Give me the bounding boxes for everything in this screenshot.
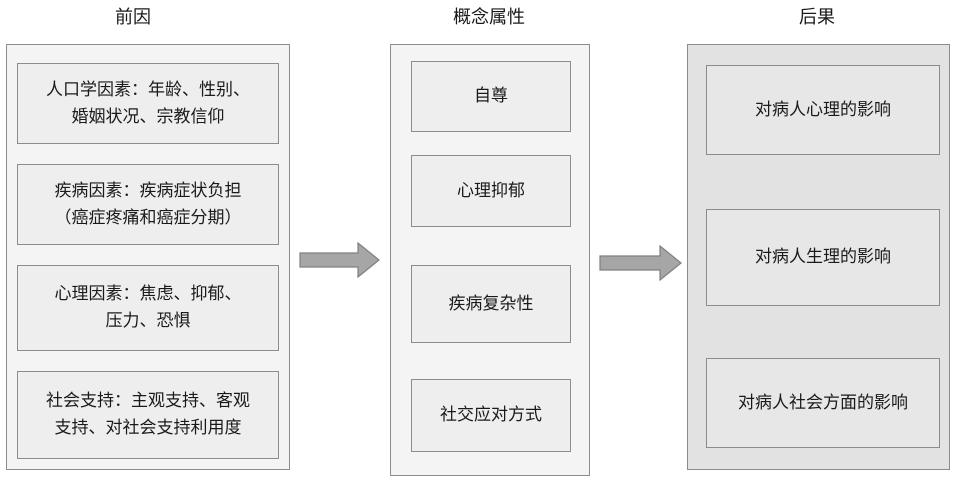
antecedent-text: 疾病因素：疾病症状负担: [54, 180, 242, 201]
antecedent-text: 心理因素：焦虑、抑郁、: [54, 284, 242, 304]
attribute-box: 心理抑郁: [411, 155, 571, 227]
attribute-box: 疾病复杂性: [411, 265, 571, 343]
antecedent-text: 支持、对社会支持利用度: [54, 418, 242, 438]
attribute-box: 社交应对方式: [411, 379, 571, 452]
attributes-title: 概念属性: [453, 7, 525, 28]
attribute-box: 自尊: [411, 61, 571, 132]
consequence-box: 对病人生理的影响: [706, 209, 940, 306]
attribute-text: 疾病复杂性: [448, 293, 534, 314]
antecedent-box-psychological: 心理因素：焦虑、抑郁、 压力、恐惧: [17, 265, 279, 351]
antecedent-text: （癌症疼痛和癌症分期）: [54, 207, 242, 228]
antecedents-panel: 人口学因素：年龄、性别、 婚姻状况、宗教信仰 疾病因素：疾病症状负担 （癌症疼痛…: [6, 44, 290, 470]
arrow-shape: [599, 244, 682, 282]
antecedent-text: 社会支持：主观支持、客观: [46, 391, 250, 411]
antecedents-title: 前因: [115, 7, 151, 28]
consequence-text: 对病人心理的影响: [755, 99, 891, 120]
arrow-right-icon: [299, 241, 380, 279]
arrow-right-icon: [599, 244, 682, 282]
attributes-panel: 自尊 心理抑郁 疾病复杂性 社交应对方式: [390, 44, 590, 476]
consequences-title: 后果: [799, 7, 835, 28]
attribute-text: 自尊: [474, 86, 508, 106]
antecedent-text: 人口学因素：年龄、性别、: [46, 79, 250, 100]
antecedent-text: 婚姻状况、宗教信仰: [71, 106, 225, 127]
consequence-text: 对病人生理的影响: [755, 247, 891, 267]
antecedent-text: 压力、恐惧: [105, 311, 191, 331]
attribute-text: 社交应对方式: [440, 405, 542, 425]
consequence-text: 对病人社会方面的影响: [738, 392, 908, 413]
attribute-text: 心理抑郁: [457, 180, 525, 201]
antecedent-box-demographic: 人口学因素：年龄、性别、 婚姻状况、宗教信仰: [17, 63, 279, 144]
consequence-box: 对病人心理的影响: [706, 65, 940, 155]
consequences-panel: 对病人心理的影响 对病人生理的影响 对病人社会方面的影响: [687, 44, 950, 470]
antecedent-box-disease: 疾病因素：疾病症状负担 （癌症疼痛和癌症分期）: [17, 164, 279, 245]
consequence-box: 对病人社会方面的影响: [706, 358, 940, 448]
antecedent-box-social-support: 社会支持：主观支持、客观 支持、对社会支持利用度: [17, 371, 279, 459]
arrow-shape: [299, 241, 380, 279]
